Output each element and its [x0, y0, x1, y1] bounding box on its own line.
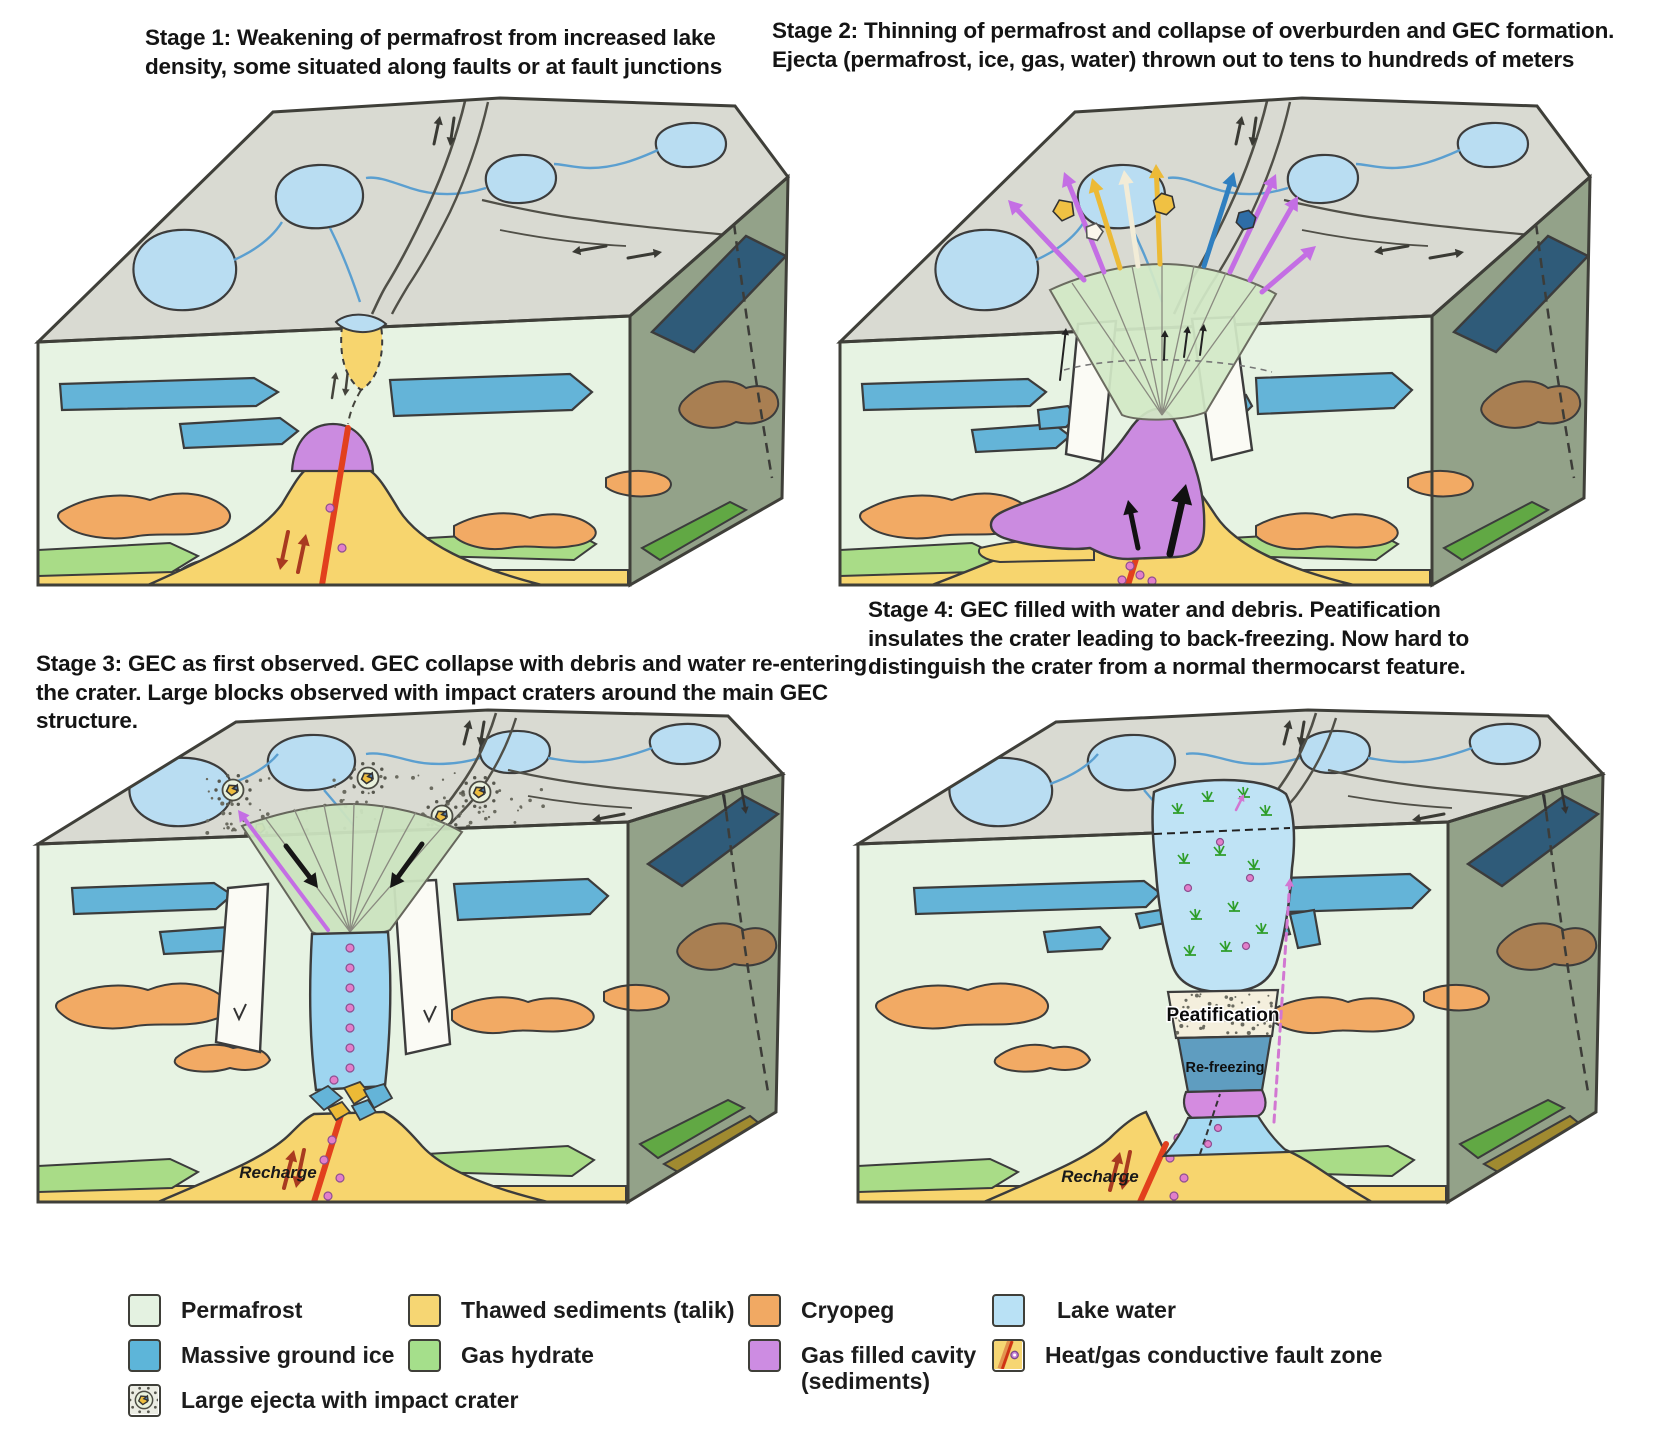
legend-swatch-lake-water [992, 1294, 1025, 1327]
legend-label-cryopeg: Cryopeg [801, 1297, 895, 1323]
legend-label-permafrost: Permafrost [181, 1297, 303, 1323]
legend-label-gas-hydrate: Gas hydrate [461, 1342, 594, 1368]
stage4-title: Stage 4: GEC filled with water and debri… [868, 597, 1470, 680]
stage2-diagram [836, 96, 1593, 588]
legend-item-cryopeg: Cryopeg [748, 1294, 894, 1327]
legend-label-thawed-sediments: Thawed sediments (talik) [461, 1297, 735, 1323]
ejecta-impact-crater-icon [128, 1384, 161, 1417]
legend-item-gas-hydrate: Gas hydrate [408, 1339, 594, 1372]
stage3-title: Stage 3: GEC as first observed. GEC coll… [36, 651, 867, 734]
legend-label-gas-filled-cavity: Gas filled cavity (sediments) [801, 1342, 977, 1394]
legend-swatch-cryopeg [748, 1294, 781, 1327]
legend-swatch-gas-filled-cavity [748, 1339, 781, 1372]
legend-label-massive-ground-ice: Massive ground ice [181, 1342, 395, 1368]
legend-swatch-gas-hydrate [408, 1339, 441, 1372]
legend-item-fault-zone: Heat/gas conductive fault zone [992, 1339, 1382, 1372]
legend-swatch-permafrost [128, 1294, 161, 1327]
stage2-title: Stage 2: Thinning of permafrost and coll… [772, 18, 1615, 72]
legend-item-massive-ground-ice: Massive ground ice [128, 1339, 394, 1372]
legend-item-permafrost: Permafrost [128, 1294, 302, 1327]
legend-swatch-massive-ground-ice [128, 1339, 161, 1372]
legend-item-gas-filled-cavity: Gas filled cavity (sediments) [748, 1339, 1016, 1395]
stage3-recharge-label: Recharge [239, 1163, 316, 1182]
stage1-title: Stage 1: Weakening of permafrost from in… [145, 25, 723, 79]
fault-zone-icon [992, 1339, 1025, 1372]
stage3-diagram: Recharge [32, 708, 786, 1205]
legend-item-thawed-sediments: Thawed sediments (talik) [408, 1294, 735, 1327]
stage4-peatification-label: Peatification [1167, 1005, 1280, 1026]
legend-item-large-ejecta: Large ejecta with impact crater [128, 1384, 518, 1417]
stage1-diagram [34, 96, 791, 588]
legend-swatch-thawed-sediments [408, 1294, 441, 1327]
legend-item-lake-water: Lake water [992, 1294, 1176, 1327]
legend-label-lake-water: Lake water [1057, 1297, 1176, 1323]
legend-label-fault-zone: Heat/gas conductive fault zone [1045, 1342, 1383, 1368]
legend-label-large-ejecta: Large ejecta with impact crater [181, 1387, 519, 1413]
stage4-refreezing-label: Re-freezing [1186, 1060, 1265, 1076]
stage4-recharge-label: Recharge [1061, 1167, 1138, 1186]
